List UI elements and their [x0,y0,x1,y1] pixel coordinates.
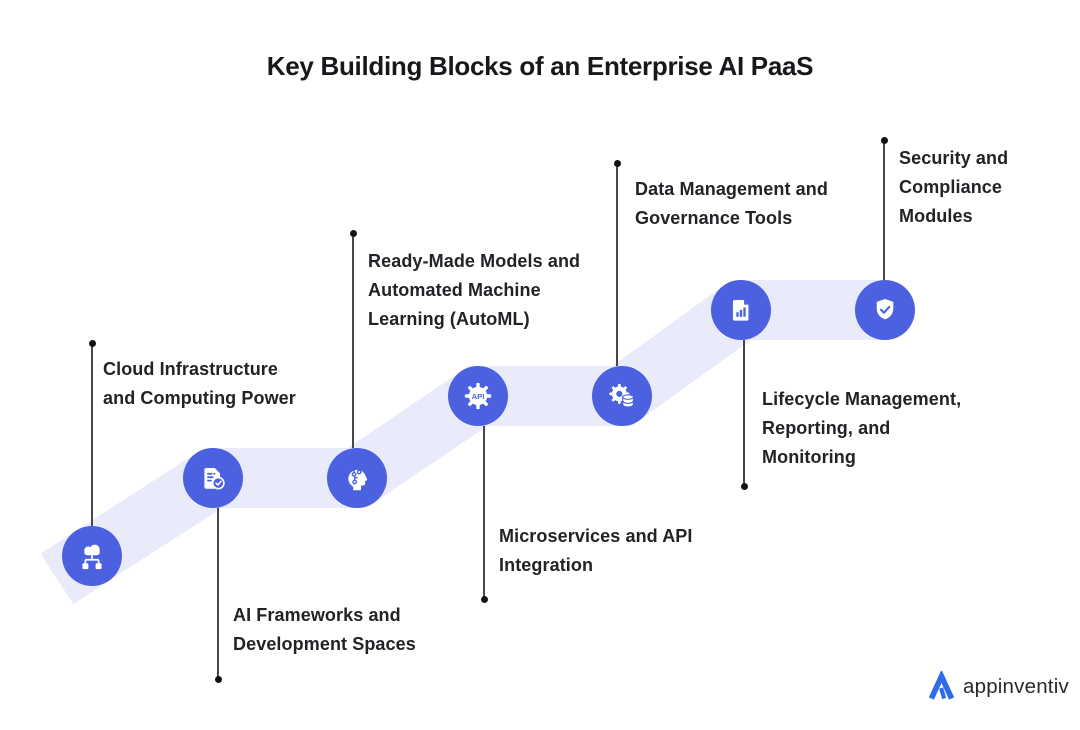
report-document-icon-badge [711,280,771,340]
step-label: Data Management and Governance Tools [635,179,828,228]
connector-dot [214,675,222,683]
step-label: Security and Compliance Modules [899,148,1009,226]
report-document-icon [732,300,749,321]
connector-line [91,343,93,526]
step-label: Lifecycle Management, Reporting, and Mon… [762,389,962,467]
brand-name: appinventiv [963,674,1069,698]
cloud-network-icon-badge [62,526,122,586]
shield-check-icon [876,298,894,320]
api-gear-icon: API [464,382,492,410]
document-check-icon [204,468,225,490]
connector-line [352,233,354,448]
connector-line [217,508,219,679]
connector-dot [613,159,621,167]
connector-dot [740,482,748,490]
document-check-icon-badge [183,448,243,508]
connector-line [483,426,485,599]
connector-dot [349,229,357,237]
step-label: Cloud Infrastructure and Computing Power [103,359,296,408]
ai-head-icon [348,467,368,491]
gear-database-icon-badge [592,366,652,426]
cloud-network-icon [82,544,102,570]
connector-dot [880,136,888,144]
connector-dot [88,339,96,347]
step-label: AI Frameworks and Development Spaces [233,605,416,654]
appinventiv-a-mark [928,671,955,700]
svg-text:API: API [472,392,485,401]
api-gear-icon-badge: API [448,366,508,426]
connector-line [883,140,885,280]
connector-line [743,340,745,486]
gear-database-icon [609,383,635,409]
page-title: Key Building Blocks of an Enterprise AI … [266,51,814,81]
connector-line [616,163,618,366]
connector-dot [480,595,488,603]
brand-logo: appinventiv [928,671,1069,702]
ai-head-icon-badge [327,448,387,508]
step-label: Microservices and API Integration [499,526,693,575]
step-label: Ready-Made Models and Automated Machine … [368,251,581,329]
shield-check-icon-badge [855,280,915,340]
